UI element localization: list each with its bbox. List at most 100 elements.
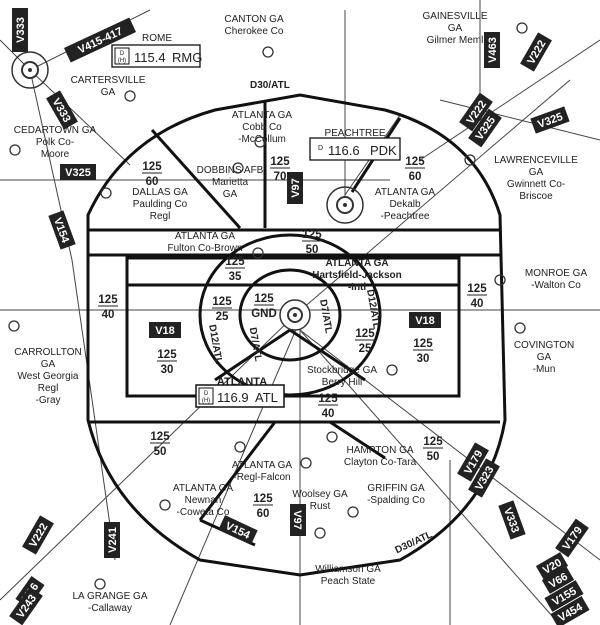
vor-peachtree-name: PEACHTREE xyxy=(324,128,385,139)
airport-lawrenceville-l3: Gwinnett Co- xyxy=(507,179,565,190)
airport-griffin-l2: -Spalding Co xyxy=(367,495,425,506)
airport-falcon: ATLANTA GA -Regl-Falcon xyxy=(232,460,293,483)
airport-carrollton-l4: Regl xyxy=(38,383,59,394)
airport-icon xyxy=(232,162,244,174)
airport-icon xyxy=(464,154,476,166)
sector-east: 125 40 xyxy=(467,283,487,310)
airport-dallas-l1: DALLAS GA xyxy=(132,187,188,198)
vortac-rome-icon xyxy=(11,51,49,89)
airport-williamson-l2: Peach State xyxy=(321,576,376,587)
airport-newnan: ATLANTA GA Newnan -Coweta Co xyxy=(173,483,234,518)
airport-fulton-l1: ATLANTA GA xyxy=(175,231,236,242)
vor-atlanta-box-h: (H) xyxy=(202,398,210,404)
airport-cobb-l3: -McCollum xyxy=(238,134,286,145)
sector-gnd-bottom: GND xyxy=(251,308,277,320)
vor-box-rome: ROME D (H) 115.4 RMG xyxy=(111,33,202,68)
arc-label-d12-w: D12/ATL xyxy=(206,324,224,365)
airport-icon xyxy=(494,274,506,286)
airport-hartsfield-l2: Hartsfield-Jackson xyxy=(312,270,401,281)
sector-s2: 125 60 xyxy=(253,493,273,520)
airport-lawrenceville-l4: Briscoe xyxy=(519,191,553,202)
airport-lawrenceville-l2: GA xyxy=(529,167,544,178)
airport-icon xyxy=(124,90,136,102)
airport-icon xyxy=(514,322,526,334)
sector-se-bottom: 30 xyxy=(417,353,430,365)
airport-carrollton: CARROLLTON GA West Georgia Regl -Gray xyxy=(14,347,81,406)
sector-fulton-top: 125 xyxy=(302,229,322,241)
airport-lawrenceville-l1: LAWRENCEVILLE xyxy=(494,155,578,166)
arc-label-d30-north: D30/ATL xyxy=(250,80,290,91)
vor-atlanta-box: D xyxy=(204,391,209,397)
sector-ring-w: 125 25 xyxy=(212,296,232,323)
airport-icon xyxy=(300,457,312,469)
airport-hampton-l1: HAMPTON GA xyxy=(346,445,413,456)
sector-fulton-bottom: 50 xyxy=(306,244,319,256)
airport-stockbridge-l2: Berry Hill xyxy=(322,377,363,388)
class-b-boundaries xyxy=(86,93,507,577)
sector-west-bottom: 40 xyxy=(102,309,115,321)
sector-ring-w-top: 125 xyxy=(212,296,232,308)
airport-cedartown: CEDARTOWN GA Polk Co- Moore xyxy=(14,125,97,160)
sector-s1: 125 50 xyxy=(150,431,170,458)
airport-gainesville-l2: GA xyxy=(448,23,463,34)
airport-carrollton-l1: CARROLLTON xyxy=(14,347,81,358)
airport-griffin: GRIFFIN GA -Spalding Co xyxy=(367,483,425,506)
airport-gainesville-l3: Gilmer Meml xyxy=(427,35,484,46)
airway-labels: V333 V415-417 V463 V222 V333 V222 V325 xyxy=(9,8,590,625)
airway-label-v333-a: V333 xyxy=(15,17,27,43)
airport-cartersville-l1: CARTERSVILLE xyxy=(71,75,146,86)
vor-atlanta-id: ATL xyxy=(255,390,278,405)
airport-cobb-l2: Cobb Co xyxy=(242,122,282,133)
sector-s1-top: 125 xyxy=(150,431,170,443)
airport-hartsfield: ATLANTA GA Hartsfield-Jackson -Intl xyxy=(312,258,401,293)
airport-canton-l2: Cherokee Co xyxy=(225,26,284,37)
airport-cartersville: CARTERSVILLE GA xyxy=(71,75,146,98)
airport-carrollton-l5: -Gray xyxy=(36,395,61,406)
sector-n1-top: 125 xyxy=(142,161,162,173)
airway-label-v241: V241 xyxy=(107,527,119,553)
airport-icon xyxy=(516,22,528,34)
airport-dallas: DALLAS GA Paulding Co Regl xyxy=(132,187,188,222)
airport-dobbins-l2: Marietta xyxy=(212,177,249,188)
airport-monroe: MONROE GA -Walton Co xyxy=(525,268,588,291)
airport-woolsey-l2: Rust xyxy=(310,501,331,512)
airport-icon xyxy=(234,441,246,453)
vor-peachtree-freq: 116.6 xyxy=(328,143,360,158)
airport-icon xyxy=(386,364,398,376)
airport-woolsey: Woolsey GA Rust xyxy=(292,489,348,512)
sector-west-top: 125 xyxy=(98,294,118,306)
airway-label-v325-c: V325 xyxy=(65,167,91,179)
vor-rome-box: D xyxy=(120,51,125,57)
airport-dallas-l2: Paulding Co xyxy=(133,199,188,210)
arc-label-d12-e: D12/ATL xyxy=(364,289,382,330)
sector-n2-top: 125 xyxy=(270,156,290,168)
airway-label-v18-a: V18 xyxy=(155,325,175,337)
airport-newnan-l3: -Coweta Co xyxy=(177,507,230,518)
airport-covington-l1: COVINGTON xyxy=(514,340,574,351)
sector-ring-e: 125 25 xyxy=(355,328,375,355)
airport-dobbins: DOBBINS AFB Marietta GA xyxy=(197,165,264,200)
sector-labels: 125 60 125 70 125 60 125 50 125 35 125 4… xyxy=(98,156,487,520)
sector-fulton: 125 50 xyxy=(302,229,322,256)
airport-fulton: ATLANTA GA Fulton Co-Brown xyxy=(167,231,242,254)
airport-cobb-l1: ATLANTA GA xyxy=(232,110,293,121)
sector-sw-top: 125 xyxy=(157,349,177,361)
airport-labels: CANTON GA Cherokee Co GAINESVILLE GA Gil… xyxy=(14,11,588,614)
airport-lagrange-l2: -Callaway xyxy=(88,603,132,614)
airport-canton-l1: CANTON GA xyxy=(224,14,284,25)
airport-williamson-l1: Williamson GA xyxy=(315,564,381,575)
vor-peachtree-box: D xyxy=(318,145,323,152)
sector-n3-top: 125 xyxy=(405,156,425,168)
airport-cartersville-l2: GA xyxy=(101,87,116,98)
airport-fulton-l2: Fulton Co-Brown xyxy=(167,243,242,254)
airway-label-v97-b: V97 xyxy=(291,510,303,530)
airport-icon xyxy=(159,499,171,511)
airport-gainesville-l1: GAINESVILLE xyxy=(422,11,487,22)
airport-falcon-l1: ATLANTA GA xyxy=(232,460,293,471)
airport-peachtree-l2: Dekalb xyxy=(389,199,421,210)
airport-covington-l3: -Mun xyxy=(533,364,556,375)
airport-icon xyxy=(252,247,264,259)
sector-sw: 125 30 xyxy=(157,349,177,376)
sector-se-top: 125 xyxy=(413,338,433,350)
